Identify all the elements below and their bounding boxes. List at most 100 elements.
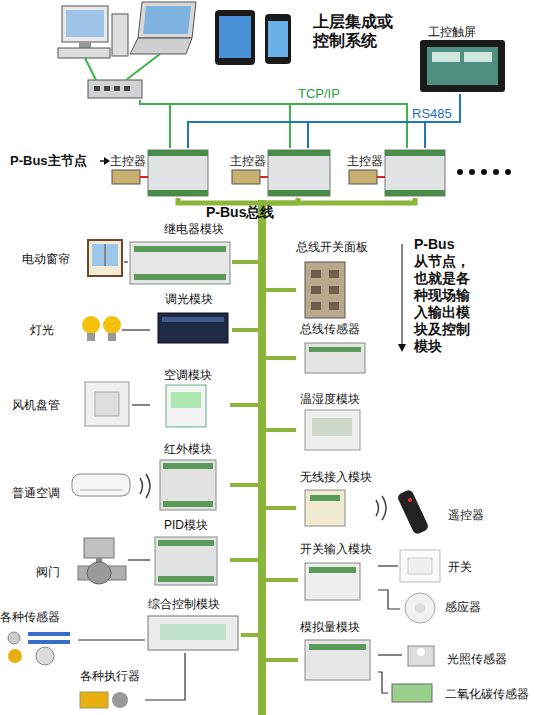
node-label: 阀门 [36, 565, 60, 579]
connector [188, 94, 460, 148]
desktop-computer [58, 6, 128, 58]
switch-panel [305, 262, 345, 318]
node-label: 各种执行器 [80, 669, 140, 683]
pid-module [155, 537, 217, 585]
connector [230, 483, 258, 487]
analog-module [305, 640, 370, 680]
connector [378, 654, 402, 655]
actuator [80, 692, 128, 708]
io-module: 模拟量模块 [298, 620, 378, 682]
node-label: 普通空调 [12, 486, 60, 500]
io-module: 总线传感器 [296, 322, 376, 377]
node-label: 综合控制模块 [148, 597, 220, 611]
node-label: 遥控器 [448, 508, 484, 522]
continuation-dots [457, 169, 511, 175]
connector [132, 404, 150, 405]
field-device: 各种执行器 [75, 669, 145, 715]
connector [266, 506, 296, 510]
field-device: 二氧化碳传感器 [388, 677, 534, 709]
field-device: 普通空调 [12, 466, 134, 504]
co2-sensor [392, 684, 432, 702]
io-module: 红外模块 [150, 442, 230, 514]
io-module: 总线开关面板 [296, 240, 376, 320]
connector [378, 590, 400, 609]
node-label: PID模块 [164, 518, 208, 532]
io-module: 空调模块 [150, 368, 230, 428]
field-device: 感应器 [400, 590, 490, 628]
phone [265, 14, 291, 64]
connector [230, 403, 258, 407]
light-sensor [408, 646, 434, 666]
controller-box: 主控器 [345, 148, 447, 198]
node-label: 开关 [448, 560, 472, 574]
node-label: 灯光 [30, 323, 54, 337]
node-label: 总线传感器 [300, 322, 360, 336]
remote-control [396, 489, 429, 536]
touchscreen [420, 40, 505, 92]
connector [232, 260, 258, 264]
node-label: 上层集成或 控制系统 [313, 12, 403, 50]
temperature-module [305, 410, 360, 450]
connector [266, 198, 415, 203]
wireless-module [305, 490, 386, 526]
touchscreen-box: 工控触屏 [415, 22, 510, 94]
connector [308, 94, 460, 148]
node-label: 温湿度模块 [300, 392, 360, 406]
field-device: 阀门 [36, 533, 128, 597]
node-label: 二氧化碳传感器 [445, 687, 529, 701]
connector [122, 329, 150, 330]
controller-box: 主控器 [228, 148, 332, 198]
io-module: PID模块 [150, 518, 230, 588]
io-module: 无线接入模块 [296, 470, 386, 528]
leader-arrow [100, 157, 406, 352]
field-device: 遥控器 [398, 488, 493, 538]
tablet [215, 10, 255, 65]
connector [78, 639, 145, 640]
field-device: 各种传感器 [0, 610, 78, 668]
connector [266, 658, 298, 662]
io-module: 调光模块 [150, 292, 232, 347]
system-group: 上层集成或 控制系统 [55, 0, 390, 100]
node-label: 主控器 [347, 154, 383, 168]
sensor-set [8, 632, 70, 665]
node-label: 电动窗帘 [22, 252, 70, 266]
protocol-label: TCP/IP [298, 86, 340, 102]
node-label: 无线接入模块 [300, 470, 372, 484]
laptop [130, 2, 196, 54]
connector [124, 261, 128, 262]
switch-input-module [305, 563, 360, 600]
connector [266, 428, 296, 432]
node-label: 空调模块 [164, 368, 212, 382]
field-device: 风机盘管 [12, 378, 132, 432]
node-label: 红外模块 [164, 442, 212, 456]
relay-module [130, 242, 230, 284]
connector [145, 653, 185, 700]
motion-sensor [405, 593, 435, 623]
node-label: 风机盘管 [12, 398, 60, 412]
connector [378, 672, 388, 693]
node-label: 继电器模块 [164, 222, 224, 236]
connector [140, 100, 407, 148]
connector [230, 558, 258, 562]
network-cable [85, 54, 160, 80]
note-label: P-Bus主节点 [10, 153, 87, 169]
node-label: 调光模块 [165, 292, 213, 306]
bus-sensor [305, 343, 365, 373]
dimmer-module [158, 313, 228, 343]
ac-module [166, 385, 206, 427]
ir-module [160, 460, 216, 510]
controller-box: 主控器 [108, 148, 210, 198]
bus-band: P-Bus总线 [258, 200, 266, 715]
connector [232, 328, 258, 332]
node-label: 工控触屏 [428, 25, 476, 39]
connector [266, 356, 296, 360]
node-label: 光照传感器 [447, 652, 507, 666]
light-bulb [82, 316, 121, 341]
connector [266, 288, 296, 292]
network-switch [88, 80, 142, 98]
field-device: 灯光 [30, 312, 122, 348]
node-label: 模拟量模块 [300, 620, 360, 634]
connector [140, 100, 170, 148]
connector [128, 559, 150, 560]
node-label: 各种传感器 [0, 610, 60, 624]
